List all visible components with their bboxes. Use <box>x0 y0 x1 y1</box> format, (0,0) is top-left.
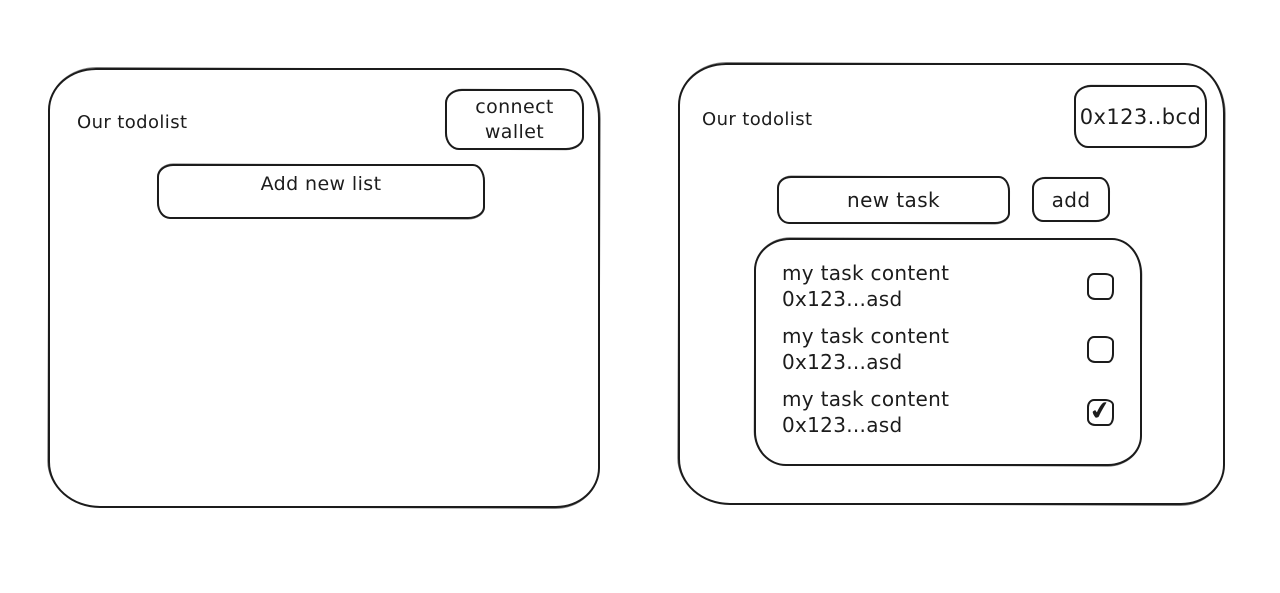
screen-disconnected: Our todolist connect wallet Add new list <box>48 68 600 508</box>
task-row: my task content 0x123...asd <box>782 260 1114 312</box>
connect-wallet-label-line1: connect <box>475 95 554 118</box>
task-address: 0x123...asd <box>782 350 903 374</box>
new-task-input[interactable]: new task <box>777 176 1010 224</box>
task-address: 0x123...asd <box>782 287 903 311</box>
task-content: my task content <box>782 261 950 285</box>
task-row: my task content 0x123...asd <box>782 323 1114 375</box>
task-checkbox[interactable] <box>1087 335 1114 363</box>
add-new-list-label: Add new list <box>260 173 382 195</box>
wallet-address-label: 0x123..bcd <box>1079 104 1202 129</box>
task-text: my task content 0x123...asd <box>782 323 949 375</box>
task-address: 0x123...asd <box>782 413 903 437</box>
add-task-label: add <box>1051 187 1091 212</box>
page-title: Our todolist <box>77 112 188 133</box>
task-row: my task content 0x123...asd ✔ <box>782 386 1114 438</box>
connect-wallet-label-line2: wallet <box>484 120 545 143</box>
screen-connected: Our todolist 0x123..bcd new task add my … <box>678 63 1225 505</box>
task-content: my task content <box>782 324 950 348</box>
task-text: my task content 0x123...asd <box>782 386 949 438</box>
check-icon: ✔ <box>1087 393 1113 427</box>
task-checkbox[interactable] <box>1087 272 1114 300</box>
add-new-list-button[interactable]: Add new list <box>157 164 485 219</box>
add-task-button[interactable]: add <box>1032 177 1110 222</box>
task-list: my task content 0x123...asd my task cont… <box>754 238 1142 466</box>
connect-wallet-button[interactable]: connect wallet <box>445 89 584 150</box>
page-title: Our todolist <box>702 109 813 130</box>
task-checkbox[interactable]: ✔ <box>1087 393 1114 427</box>
new-task-placeholder: new task <box>847 188 940 212</box>
task-text: my task content 0x123...asd <box>782 260 949 312</box>
task-content: my task content <box>782 387 950 411</box>
wallet-address-button[interactable]: 0x123..bcd <box>1074 85 1207 148</box>
